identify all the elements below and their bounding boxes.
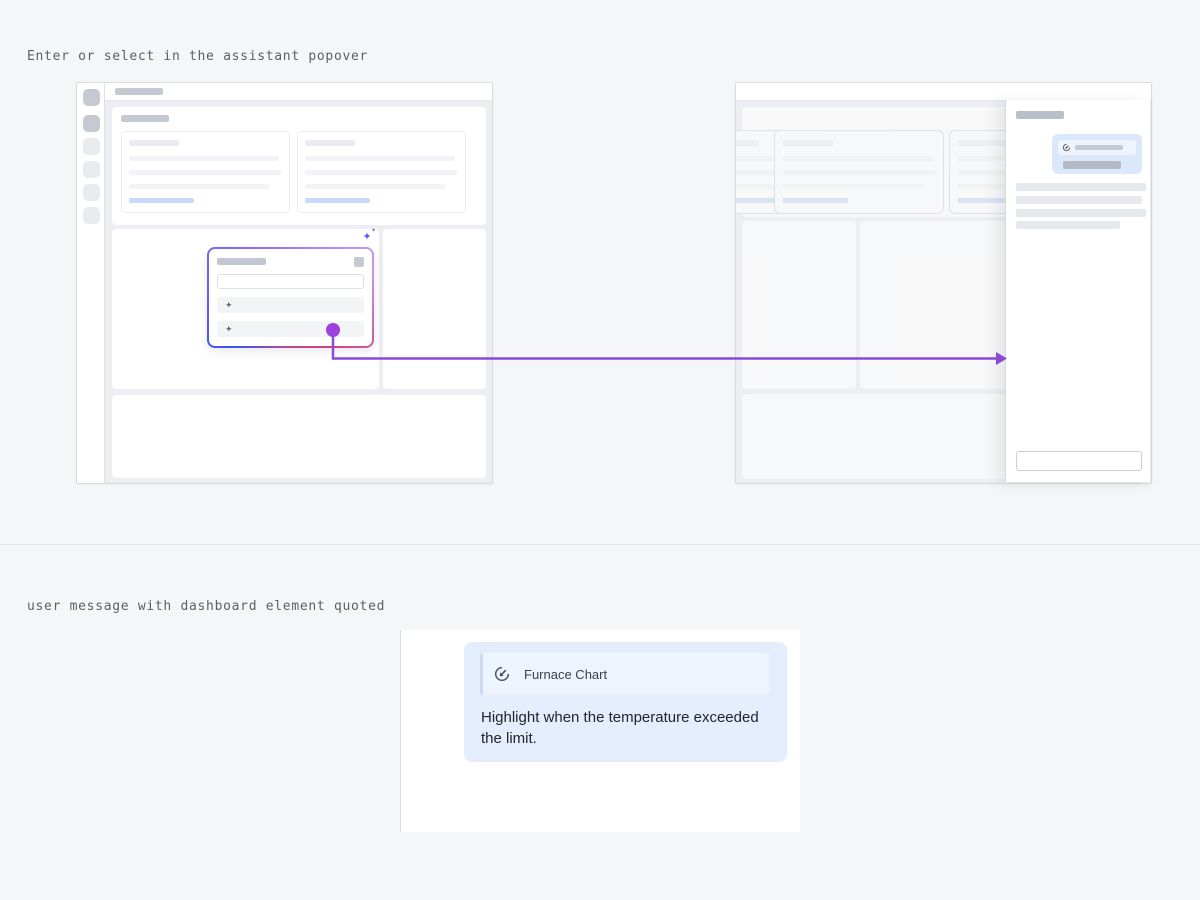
user-message-text-placeholder — [1063, 161, 1121, 169]
annotation-label-popover: Enter or select in the assistant popover — [27, 49, 369, 64]
dashboard-card — [121, 131, 290, 213]
assistant-panel-title-placeholder — [1016, 111, 1064, 119]
quoted-element-chip[interactable] — [1058, 140, 1136, 155]
card-title-placeholder — [958, 140, 1008, 146]
sparkle-glyph: ✦ — [362, 231, 372, 243]
dashboard-top-panel — [112, 107, 486, 225]
card-title-placeholder — [129, 140, 179, 146]
card-line-placeholder — [305, 170, 457, 175]
popover-title-placeholder — [217, 258, 266, 265]
card-title-placeholder — [783, 140, 833, 146]
card-title-placeholder — [736, 140, 759, 146]
assistant-response-placeholder — [1016, 209, 1146, 217]
dashboard-side-panel — [383, 229, 486, 389]
section-popover-demo: Enter or select in the assistant popover — [0, 49, 1200, 545]
user-message-bubble — [1052, 134, 1142, 174]
card-line-placeholder — [783, 170, 935, 175]
user-message-text: Highlight when the temperature exceeded … — [481, 709, 759, 747]
topbar — [736, 83, 1151, 101]
assistant-trigger-sparkle-icon[interactable]: ✦ ✦ — [359, 228, 376, 246]
sidebar-item-icon[interactable] — [83, 161, 100, 178]
sidebar-item-icon[interactable] — [83, 115, 100, 132]
quoted-element-label-placeholder — [1075, 145, 1123, 150]
sidebar — [77, 83, 105, 483]
card-line-placeholder — [129, 156, 279, 161]
card-line-placeholder — [305, 156, 455, 161]
quote-chip-label: Furnace Chart — [524, 666, 608, 682]
mock-window-assistant-open — [735, 82, 1152, 484]
quote-demo-card: Furnace Chart Highlight when the tempera… — [400, 630, 800, 832]
highlighted-card — [774, 130, 944, 214]
card-line-placeholder — [783, 156, 933, 161]
assistant-panel — [1005, 100, 1150, 482]
assistant-response-placeholder — [1016, 196, 1142, 204]
section-quote-demo: user message with dashboard element quot… — [0, 546, 1200, 900]
assistant-response-placeholder — [1016, 221, 1120, 229]
card-link-placeholder — [783, 198, 848, 203]
section-heading-placeholder — [121, 115, 169, 122]
card-line-placeholder — [129, 184, 269, 189]
dashboard-card — [297, 131, 466, 213]
card-link-placeholder[interactable] — [305, 198, 370, 203]
sparkle-glyph-small: ✦ — [370, 228, 376, 234]
dashboard-content: ✦ ✦ ✦ ✦ — [105, 101, 492, 483]
sparkle-icon: ✦ — [225, 323, 233, 334]
quoted-element-chip-large[interactable]: Furnace Chart — [480, 653, 769, 695]
popover-prompt-input[interactable] — [217, 274, 364, 289]
sidebar-item-icon[interactable] — [83, 138, 100, 155]
dashboard-panel — [742, 221, 856, 389]
card-line-placeholder — [305, 184, 445, 189]
sidebar-item-icon[interactable] — [83, 207, 100, 224]
suggestion-row[interactable]: ✦ — [217, 321, 364, 337]
dashboard-chart-panel: ✦ ✦ ✦ ✦ — [112, 228, 379, 389]
card-link-placeholder — [958, 198, 1023, 203]
user-message-bubble-large: Furnace Chart Highlight when the tempera… — [464, 642, 787, 762]
topbar — [105, 83, 492, 101]
annotation-label-quote: user message with dashboard element quot… — [27, 599, 386, 614]
assistant-popover: ✦ ✦ — [207, 247, 374, 348]
gauge-chart-icon — [493, 665, 511, 683]
topbar-title-placeholder — [115, 88, 163, 95]
suggestion-row[interactable]: ✦ — [217, 297, 364, 313]
dashboard-bottom-panel — [112, 395, 486, 478]
card-line-placeholder — [783, 184, 923, 189]
card-link-placeholder[interactable] — [129, 198, 194, 203]
close-icon[interactable] — [354, 257, 364, 267]
sidebar-item-icon[interactable] — [83, 184, 100, 201]
sidebar-item-icon[interactable] — [83, 89, 100, 106]
assistant-input[interactable] — [1016, 451, 1142, 471]
mock-window-dashboard: ✦ ✦ ✦ ✦ — [76, 82, 493, 484]
card-line-placeholder — [129, 170, 281, 175]
assistant-response-placeholder — [1016, 183, 1146, 191]
card-link-placeholder — [736, 198, 774, 203]
gauge-chart-icon — [1062, 143, 1071, 152]
card-title-placeholder — [305, 140, 355, 146]
sparkle-icon: ✦ — [225, 299, 233, 310]
